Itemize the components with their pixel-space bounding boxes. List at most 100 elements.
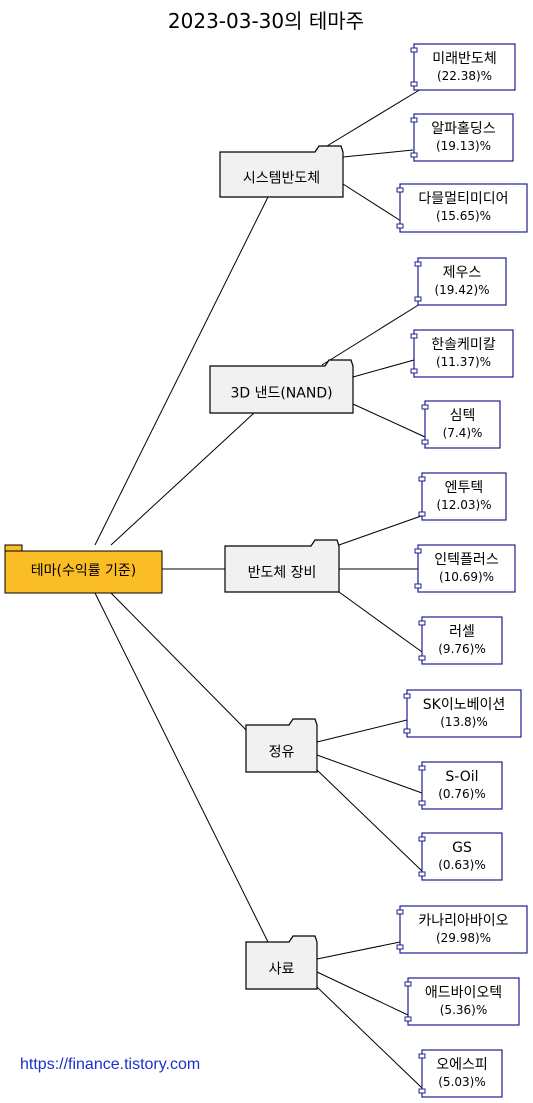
- stock-return: (10.69)%: [439, 570, 494, 584]
- stock-name: SK이노베이션: [423, 697, 505, 713]
- component-port-bottom: [396, 944, 404, 950]
- component-port-top: [418, 765, 426, 771]
- stock-node[interactable]: GS(0.63)%: [418, 832, 503, 881]
- theme-label: 3D 낸드(NAND): [230, 386, 332, 402]
- footer-url[interactable]: https://finance.tistory.com: [20, 1056, 200, 1073]
- stock-name: 인텍플러스: [434, 552, 499, 568]
- edge-theme-1-stock-1: [321, 88, 422, 150]
- stock-name: 미래반도체: [432, 51, 496, 67]
- edge-theme-5-stock-3: [316, 986, 423, 1089]
- nodes: 테마(수익률 기준) 시스템반도체 미래반도체(22.38)% 알파홀딩스(19.13…: [4, 43, 528, 1098]
- component-port-top: [404, 981, 412, 987]
- stock-node[interactable]: S-Oil (0.76)%: [418, 761, 503, 810]
- stock-node[interactable]: 한솔케미칼(11.37)%: [410, 329, 514, 378]
- edge-theme-1-stock-2: [342, 149, 414, 158]
- component-port-bottom: [418, 511, 426, 517]
- component-port-top: [414, 261, 422, 267]
- theme-folder-shape: [245, 935, 318, 990]
- stock-node[interactable]: 다믈멀티미디어 (15.65)%: [396, 183, 528, 233]
- stock-node[interactable]: 애드바이오텍(5.36)%: [404, 977, 520, 1026]
- theme-label: 사료: [269, 962, 295, 978]
- edge-root-to-theme-1: [94, 196, 269, 546]
- component-port-top: [410, 117, 418, 123]
- stock-name: 한솔케미칼: [431, 337, 496, 353]
- edge-theme-2-stock-2: [352, 359, 415, 378]
- stock-return: (15.65)%: [436, 209, 491, 223]
- edge-theme-4-stock-3: [316, 769, 423, 872]
- stock-return: (7.4)%: [443, 426, 483, 440]
- stock-box: [413, 329, 514, 378]
- edge-theme-2-stock-1: [321, 303, 421, 366]
- component-port-bottom: [410, 81, 418, 87]
- component-port-bottom: [418, 655, 426, 661]
- stock-box: [406, 689, 522, 738]
- stock-box: [421, 761, 503, 810]
- theme-node-5[interactable]: 사료: [245, 935, 318, 990]
- edge-theme-3-stock-1: [338, 514, 425, 546]
- stock-name: 러셀: [449, 624, 475, 640]
- theme-label: 정유: [269, 745, 295, 761]
- stock-return: (19.13)%: [436, 139, 491, 153]
- stock-return: (19.42)%: [434, 283, 489, 297]
- stock-name: 제우스: [443, 265, 482, 281]
- stock-box: [399, 183, 528, 233]
- stock-node[interactable]: 엔투텍(12.03)%: [418, 472, 507, 521]
- component-port-bottom: [418, 800, 426, 806]
- component-port-top: [418, 476, 426, 482]
- edge-root-to-theme-4: [110, 592, 255, 739]
- component-port-top: [410, 333, 418, 339]
- edge-root-to-theme-5: [94, 592, 269, 943]
- stock-name: 다믈멀티미디어: [418, 191, 508, 207]
- stock-node[interactable]: 알파홀딩스(19.13)%: [410, 113, 514, 162]
- stock-return: (0.76)%: [438, 787, 485, 801]
- root-folder-shape: [4, 544, 163, 594]
- theme-label: 시스템반도체: [243, 171, 320, 187]
- theme-node-4[interactable]: 정유: [245, 718, 318, 773]
- component-port-bottom: [421, 439, 429, 445]
- stock-node[interactable]: 심텍 (7.4)%: [421, 400, 501, 449]
- component-port-top: [418, 620, 426, 626]
- component-port-bottom: [414, 583, 422, 589]
- edge-theme-5-stock-2: [316, 971, 409, 1016]
- stock-box: [421, 832, 503, 881]
- stock-node[interactable]: SK이노베이션 (13.8)%: [403, 689, 522, 738]
- stock-name: 애드바이오텍: [425, 985, 502, 1001]
- stock-box: [417, 544, 516, 593]
- root-label: 테마(수익률 기준): [31, 563, 137, 579]
- stock-box: [421, 616, 503, 665]
- stock-box: [413, 113, 514, 162]
- stock-node[interactable]: 제우스 (19.42)%: [414, 257, 507, 306]
- stock-node[interactable]: 인텍플러스 (10.69)%: [414, 544, 516, 593]
- component-port-top: [410, 47, 418, 53]
- theme-node-2[interactable]: 3D 낸드(NAND): [209, 359, 354, 414]
- component-port-bottom: [410, 368, 418, 374]
- theme-node-1[interactable]: 시스템반도체: [219, 145, 344, 198]
- stock-box: [417, 257, 507, 306]
- stock-node[interactable]: 카나리아바이오 (29.98)%: [396, 905, 528, 954]
- theme-folder-shape: [245, 718, 318, 773]
- stock-node[interactable]: 미래반도체(22.38)%: [410, 43, 516, 91]
- stock-node[interactable]: 오에스피(5.03)%: [418, 1049, 503, 1098]
- root-node[interactable]: 테마(수익률 기준): [4, 544, 163, 594]
- component-port-bottom: [396, 223, 404, 229]
- stock-box: [407, 977, 520, 1026]
- edge-root-to-theme-2: [110, 412, 255, 546]
- edge-theme-1-stock-3: [342, 183, 402, 222]
- component-port-top: [414, 548, 422, 554]
- stock-return: (5.03)%: [438, 1075, 485, 1089]
- stock-name: 엔투텍: [445, 480, 484, 496]
- stock-name: 심텍: [450, 408, 476, 424]
- stock-node[interactable]: 러셀(9.76)%: [418, 616, 503, 665]
- stock-box: [421, 1049, 503, 1098]
- component-port-bottom: [414, 296, 422, 302]
- stock-name: S-Oil: [445, 769, 478, 785]
- stock-box: [413, 43, 516, 91]
- component-port-bottom: [418, 1088, 426, 1094]
- component-port-bottom: [410, 152, 418, 158]
- stock-return: (29.98)%: [436, 931, 491, 945]
- stock-return: (13.8)%: [440, 715, 487, 729]
- theme-node-3[interactable]: 반도체 장비: [224, 539, 340, 593]
- stock-box: [421, 472, 507, 521]
- stock-name: 카나리아바이오: [418, 913, 508, 929]
- theme-label: 반도체 장비: [248, 565, 317, 581]
